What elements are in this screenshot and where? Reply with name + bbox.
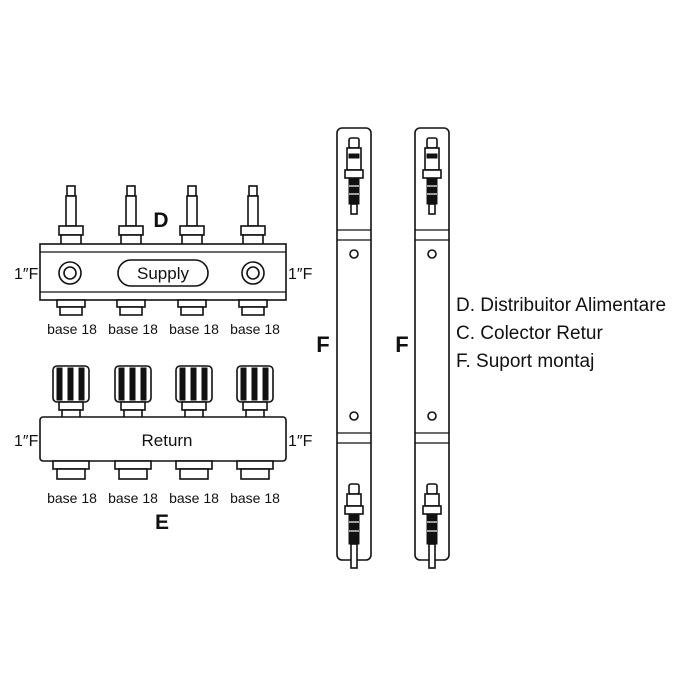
return-right-port: 1″F bbox=[288, 433, 313, 450]
return-outlets bbox=[52, 460, 274, 480]
supply-outlet-label: base 18 bbox=[108, 321, 158, 337]
return-left-port: 1″F bbox=[14, 433, 39, 450]
return-outlet bbox=[236, 460, 274, 480]
legend-item: D. Distribuitor Alimentare bbox=[456, 295, 667, 316]
supply-label: Supply bbox=[137, 264, 189, 283]
return-knob bbox=[236, 365, 274, 419]
supply-valve bbox=[240, 185, 266, 246]
return-body bbox=[39, 416, 287, 462]
return-knobs bbox=[52, 365, 274, 419]
bracket-clamp bbox=[422, 137, 442, 215]
supply-outlet bbox=[238, 299, 268, 316]
return-outlet bbox=[175, 460, 213, 480]
mounting-bracket-left bbox=[336, 127, 372, 569]
supply-outlet-label: base 18 bbox=[47, 321, 97, 337]
return-outlet-label: base 18 bbox=[230, 490, 280, 506]
supply-right-plug bbox=[241, 261, 265, 285]
supply-outlet bbox=[56, 299, 86, 316]
bracket-letter-right: F bbox=[395, 332, 408, 357]
supply-outlet-label: base 18 bbox=[169, 321, 219, 337]
legend-item: F. Suport montaj bbox=[456, 351, 595, 372]
supply-right-port: 1″F bbox=[288, 266, 313, 283]
bracket-clamp bbox=[344, 483, 364, 569]
supply-valves bbox=[58, 185, 266, 246]
supply-valve bbox=[179, 185, 205, 246]
legend: D. Distribuitor Alimentare C. Colector R… bbox=[456, 292, 666, 376]
return-knob bbox=[175, 365, 213, 419]
return-outlet bbox=[114, 460, 152, 480]
bracket-clamp bbox=[422, 483, 442, 569]
bracket-letter-left: F bbox=[316, 332, 329, 357]
return-manifold: Return 1″F 1″F base 18 base 18 base 1 bbox=[14, 365, 313, 534]
supply-valve bbox=[118, 185, 144, 246]
supply-outlets bbox=[56, 299, 268, 316]
supply-label-box bbox=[117, 259, 209, 287]
supply-left-port: 1″F bbox=[14, 266, 39, 283]
return-label: Return bbox=[141, 431, 192, 450]
return-outlet-label: base 18 bbox=[169, 490, 219, 506]
supply-left-plug bbox=[58, 261, 82, 285]
return-outlet bbox=[52, 460, 90, 480]
supply-outlet bbox=[116, 299, 146, 316]
supply-letter: D bbox=[153, 209, 168, 232]
supply-outlet bbox=[177, 299, 207, 316]
mounting-bracket-right bbox=[414, 127, 450, 569]
return-outlet-label: base 18 bbox=[108, 490, 158, 506]
supply-valve bbox=[58, 185, 84, 246]
return-knob bbox=[114, 365, 152, 419]
return-letter: E bbox=[155, 511, 169, 534]
legend-item: C. Colector Retur bbox=[456, 323, 603, 344]
return-knob bbox=[52, 365, 90, 419]
supply-manifold: Supply D 1″F 1″F base 18 base 18 bbox=[14, 185, 313, 337]
supply-outlet-label: base 18 bbox=[230, 321, 280, 337]
return-outlet-label: base 18 bbox=[47, 490, 97, 506]
bracket-clamp bbox=[344, 137, 364, 215]
